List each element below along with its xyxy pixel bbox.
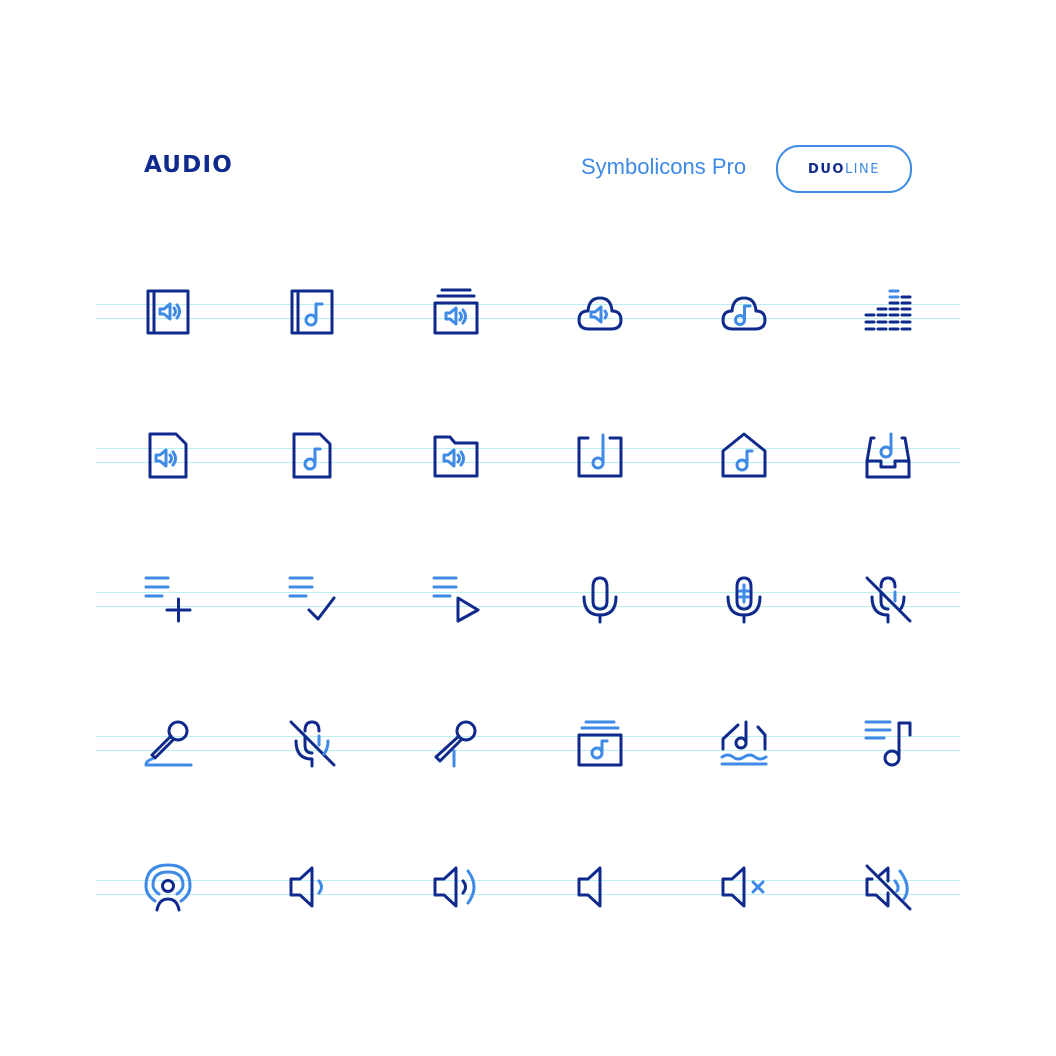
audio-cloud-icon[interactable]: [576, 287, 624, 335]
volume-mute-icon[interactable]: [720, 863, 768, 911]
handheld-mic-icon[interactable]: [432, 719, 480, 768]
microphone-off-icon[interactable]: [864, 575, 912, 624]
brand-name: Symbolicons Pro: [581, 154, 747, 179]
guide-line: [96, 894, 960, 895]
audio-file-icon[interactable]: [144, 431, 192, 479]
guide-line: [96, 448, 960, 449]
playlist-check-icon[interactable]: [288, 575, 336, 623]
playlist-add-icon[interactable]: [144, 575, 192, 623]
music-list-icon[interactable]: [864, 719, 912, 767]
microphone-mute-icon[interactable]: [288, 719, 336, 768]
volume-high-icon[interactable]: [432, 863, 480, 911]
guide-line: [96, 736, 960, 737]
karaoke-icon[interactable]: [144, 719, 193, 767]
music-album-icon[interactable]: [576, 719, 624, 767]
playlist-play-icon[interactable]: [432, 575, 480, 623]
guide-line: [96, 606, 960, 607]
music-file-icon[interactable]: [288, 431, 336, 479]
guide-line: [96, 592, 960, 593]
page-title: AUDIO: [144, 152, 233, 178]
volume-icon[interactable]: [576, 863, 624, 911]
guide-line: [96, 318, 960, 319]
volume-off-icon[interactable]: [864, 863, 912, 911]
music-home-icon[interactable]: [720, 431, 768, 479]
style-badge-primary: DUO: [808, 161, 845, 177]
guide-line: [96, 304, 960, 305]
style-badge-secondary: LINE: [844, 161, 880, 177]
microphone-alt-icon[interactable]: [720, 575, 768, 624]
music-cloud-icon[interactable]: [720, 287, 768, 335]
volume-low-icon[interactable]: [288, 863, 336, 911]
music-frame-icon[interactable]: [576, 431, 624, 479]
music-inbox-icon[interactable]: [864, 431, 912, 479]
microphone-icon[interactable]: [576, 575, 624, 624]
equalizer-icon[interactable]: [864, 287, 912, 335]
audio-folder-icon[interactable]: [432, 431, 480, 479]
podcast-icon[interactable]: [144, 863, 192, 912]
audio-book-icon[interactable]: [144, 287, 192, 335]
music-wave-icon[interactable]: [720, 719, 768, 767]
audio-album-icon[interactable]: [432, 287, 480, 335]
guide-line: [96, 880, 960, 881]
music-book-icon[interactable]: [288, 287, 336, 335]
guide-line: [96, 462, 960, 463]
guide-line: [96, 750, 960, 751]
